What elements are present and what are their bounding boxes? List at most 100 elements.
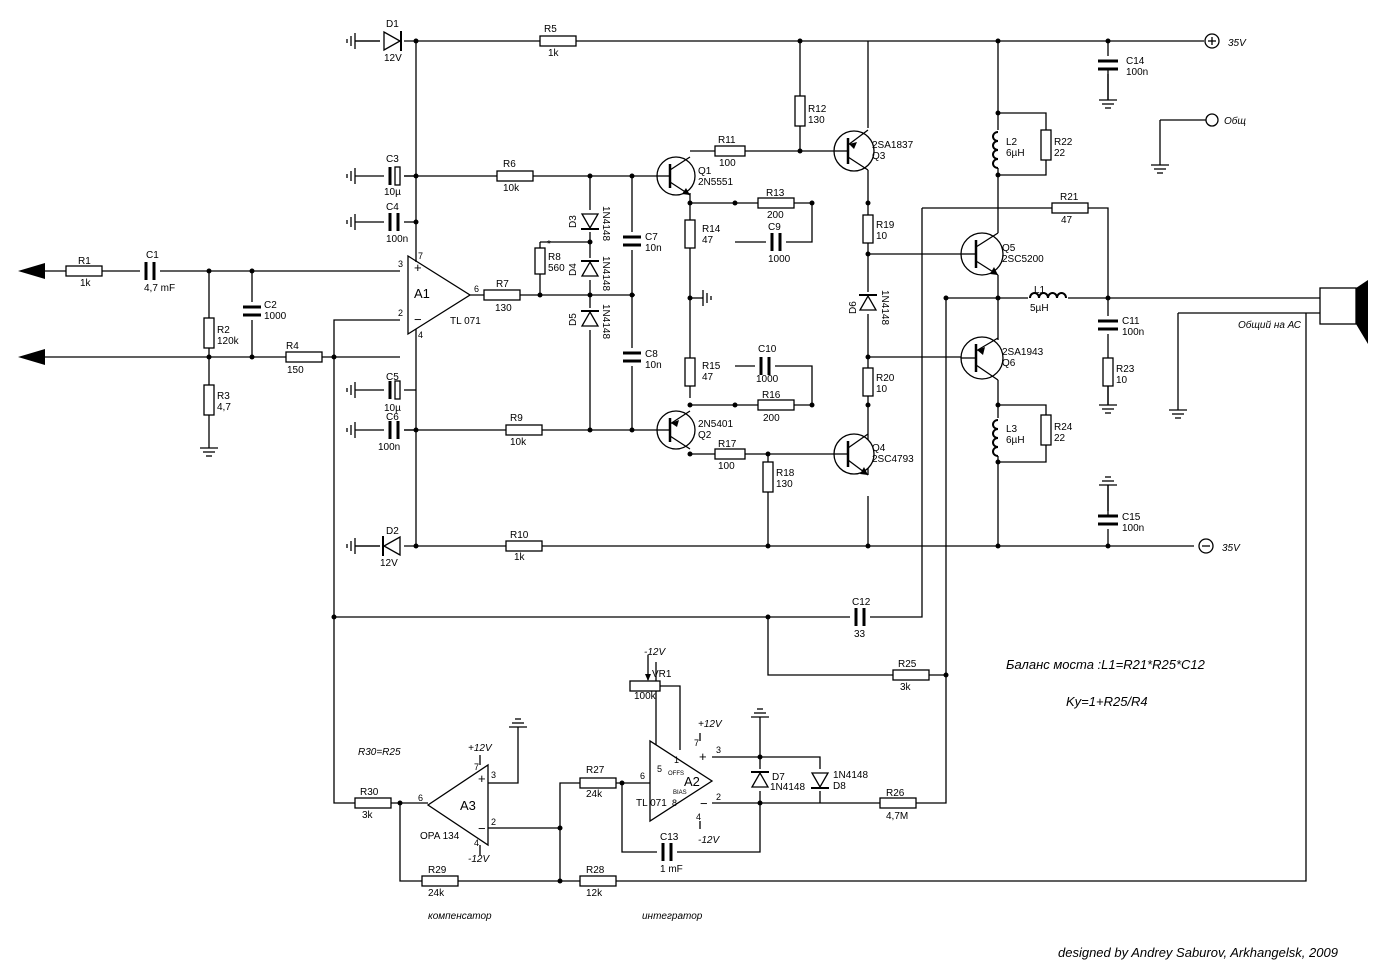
r9-ref: R9 <box>510 413 523 424</box>
r3-ref: R3 <box>217 391 230 402</box>
r27-value: 24k <box>586 789 603 800</box>
c11-value: 100n <box>1122 327 1144 338</box>
l2-value: 6µH <box>1006 148 1025 159</box>
resistor-r17 <box>714 448 746 460</box>
opamp-a1: + − <box>407 254 472 336</box>
capacitor-c11 <box>1098 316 1118 334</box>
resistor-r13 <box>757 197 795 209</box>
common-label: Общ <box>1224 115 1246 127</box>
resistor-r7 <box>483 289 521 301</box>
l1-value: 5µH <box>1030 303 1049 314</box>
ground-r23 <box>1099 404 1117 414</box>
c9-ref: C9 <box>768 222 781 233</box>
a1-pin6: 6 <box>474 284 479 294</box>
opamp-a2 <box>649 739 714 823</box>
resistor-r1 <box>65 265 103 277</box>
r28-ref: R28 <box>586 865 605 876</box>
r15-ref: R15 <box>702 361 721 372</box>
ground-d1 <box>346 33 380 49</box>
diode-d6 <box>858 292 878 314</box>
c2-value: 1000 <box>264 311 287 322</box>
ground-c5 <box>346 382 384 398</box>
transistor-q5 <box>960 232 1004 276</box>
a1-pin7: 7 <box>418 251 423 261</box>
d7-ref: D7 <box>772 772 785 783</box>
r2-value: 120k <box>217 336 240 347</box>
r28-value: 12k <box>586 888 603 899</box>
d2-value: 12V <box>380 558 398 569</box>
ground-c15 <box>1099 476 1117 486</box>
r22-ref: R22 <box>1054 137 1073 148</box>
d1-ref: D1 <box>386 19 399 30</box>
resistor-r9 <box>505 424 543 436</box>
capacitor-c13 <box>657 843 677 861</box>
ground-a3 <box>509 718 527 728</box>
integrator-caption: интегратор <box>642 911 703 922</box>
r10-value: 1k <box>514 552 526 563</box>
l1-ref: L1 <box>1034 285 1046 296</box>
diode-d4 <box>580 258 600 280</box>
r13-ref: R13 <box>766 188 785 199</box>
c15-value: 100n <box>1122 523 1144 534</box>
vr1-ref: VR1 <box>652 669 672 680</box>
r7-ref: R7 <box>496 279 509 290</box>
c12-ref: C12 <box>852 597 871 608</box>
c13-value: 1 mF <box>660 864 683 875</box>
speaker-common-label: Общий на АС <box>1238 319 1302 331</box>
diode-d7 <box>750 769 770 791</box>
ground-common <box>1151 164 1169 174</box>
capacitor-c10 <box>755 357 775 375</box>
c6-ref: C6 <box>386 412 399 423</box>
r8-value: 560 <box>548 263 565 274</box>
grounds <box>200 33 1187 728</box>
resistor-r6 <box>496 170 534 182</box>
diode-d5 <box>580 308 600 330</box>
a2-pin1: 1 <box>674 755 679 765</box>
a2-ref: A2 <box>684 774 700 789</box>
speaker <box>1319 280 1368 344</box>
c15-ref: C15 <box>1122 512 1141 523</box>
d7-value: 1N4148 <box>770 782 805 793</box>
c7-value: 10n <box>645 243 662 254</box>
r8-asterisk: * <box>547 239 551 250</box>
diode-d1 <box>380 30 404 52</box>
capacitor-c12 <box>850 608 870 626</box>
r6-value: 10k <box>503 183 520 194</box>
r13-value: 200 <box>767 210 784 221</box>
d8-ref: D8 <box>833 781 846 792</box>
resistor-r8 <box>534 247 546 275</box>
r4-ref: R4 <box>286 341 299 352</box>
diode-d3 <box>580 210 600 232</box>
c2-ref: C2 <box>264 300 277 311</box>
a3-neg12: -12V <box>468 854 490 865</box>
r10-ref: R10 <box>510 530 529 541</box>
q2-value: 2N5401 <box>698 419 733 430</box>
q4-value: 2SC4793 <box>872 454 914 465</box>
a2-neg12: -12V <box>698 835 720 846</box>
r5-value: 1k <box>548 48 560 59</box>
ground-r3 <box>200 447 218 457</box>
resistor-r25 <box>892 669 930 681</box>
a1-pin4: 4 <box>418 330 423 340</box>
svg-text:−: − <box>414 312 422 327</box>
inductor-l3 <box>990 418 1002 457</box>
r1-ref: R1 <box>78 256 91 267</box>
r6-ref: R6 <box>503 159 516 170</box>
ground-c4 <box>346 214 384 230</box>
labels: D1 12V R5 1k C14 100n 35V 35V Общ R12 13… <box>78 19 1338 960</box>
r7-value: 130 <box>495 303 512 314</box>
neg35-label: 35V <box>1222 543 1241 554</box>
q3-value: 2SA1837 <box>872 140 914 151</box>
resistor-r16 <box>757 399 795 411</box>
a1-pin2: 2 <box>398 308 403 318</box>
c12-value: 33 <box>854 629 866 640</box>
r3-value: 4,7 <box>217 402 231 413</box>
terminal-neg35 <box>1198 538 1214 554</box>
ground-c6 <box>346 422 384 438</box>
a3-pin4: 4 <box>474 838 479 848</box>
a2-pos12: +12V <box>698 719 723 730</box>
a2-pin8: 8 <box>672 798 677 808</box>
vr1-value: 100k <box>634 691 657 702</box>
resistor-r3 <box>203 384 215 416</box>
